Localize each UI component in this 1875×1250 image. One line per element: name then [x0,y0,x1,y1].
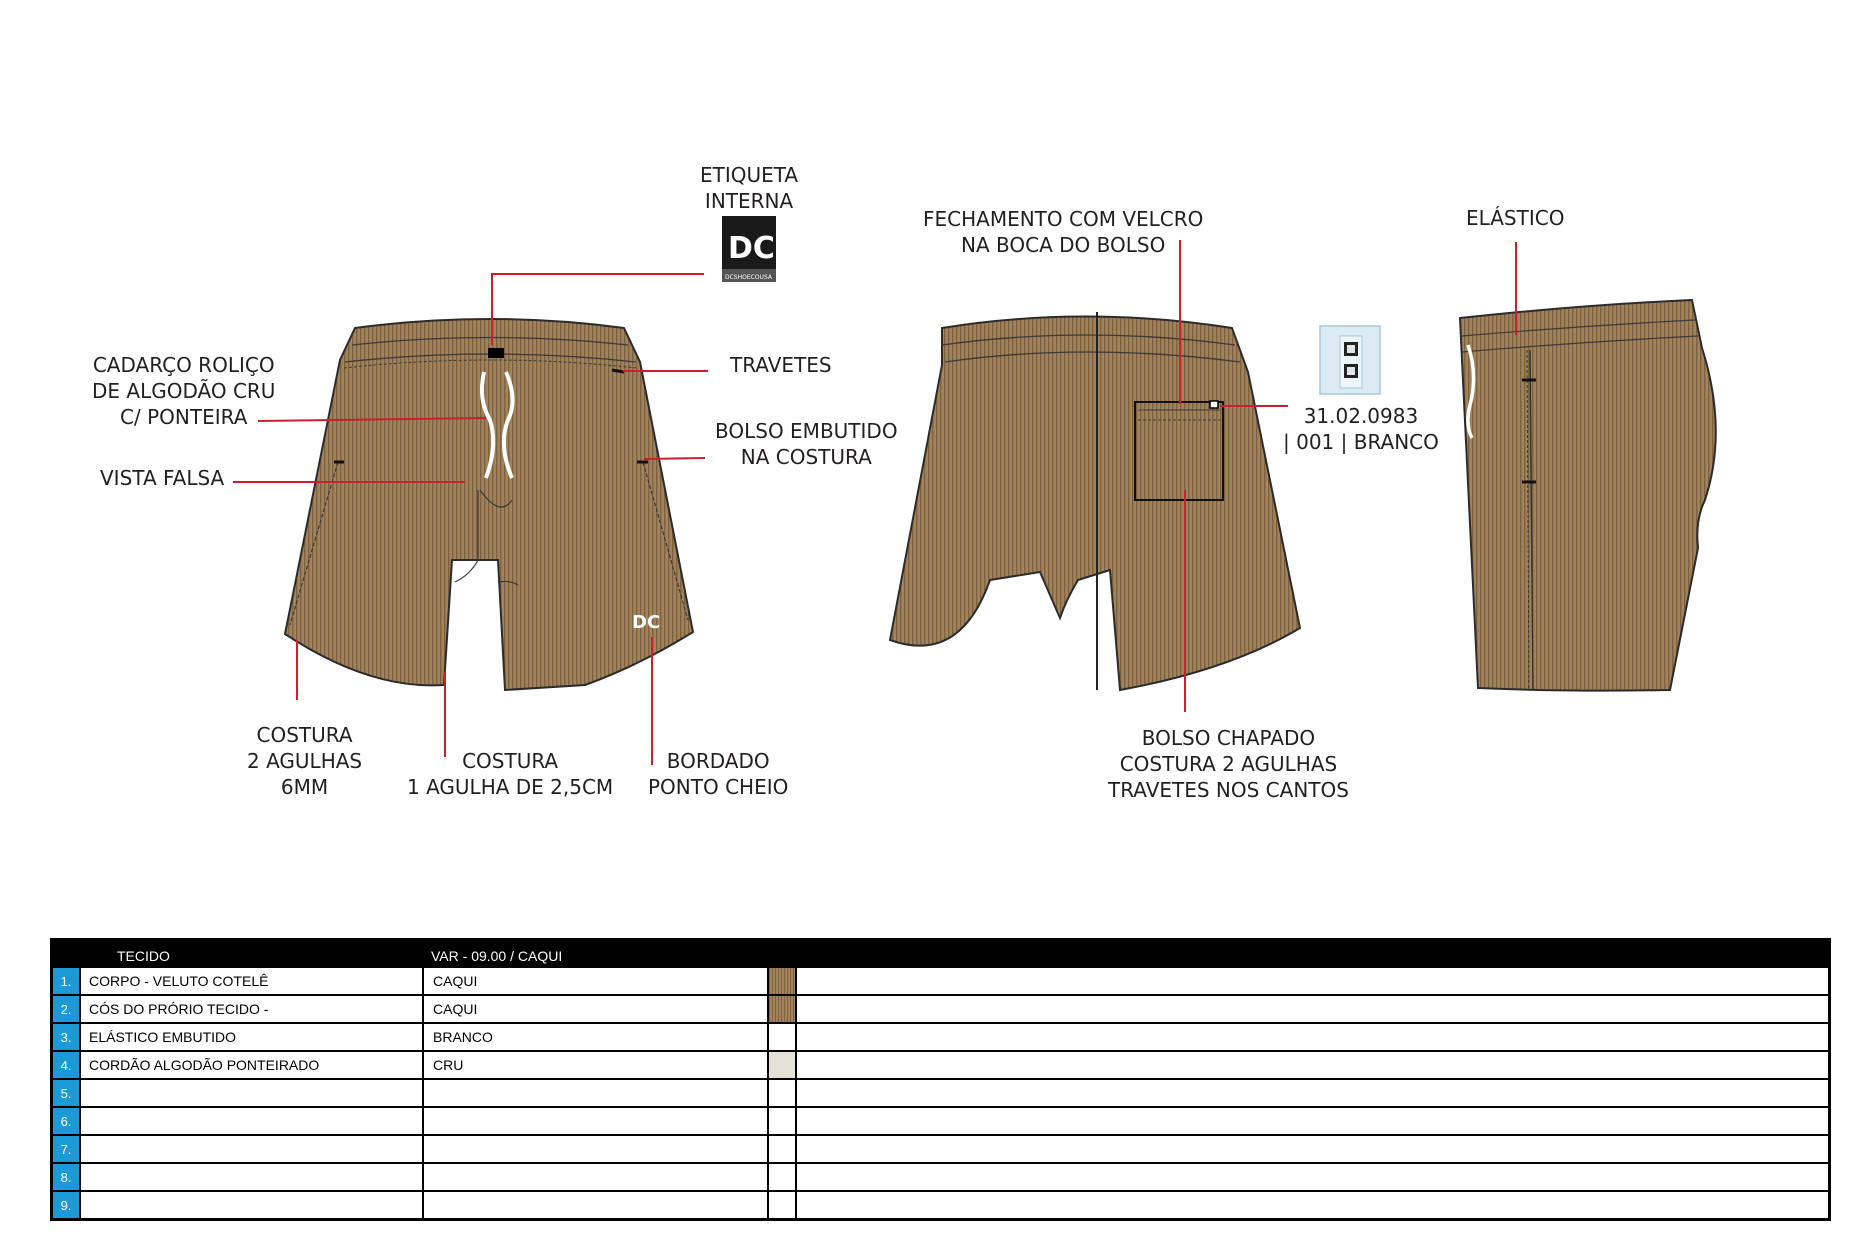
label-vista-falsa: VISTA FALSA [100,466,225,490]
table-row: 3.ELÁSTICO EMBUTIDO BRANCO [53,1022,1828,1050]
materials-table: TECIDO VAR - 09.00 / CAQUI 1.CORPO - VEL… [50,938,1831,1221]
label-costura-1-agulha: COSTURA 1 AGULHA DE 2,5CM [407,749,614,799]
velcro-swatch-icon [1319,325,1381,395]
row-color-variant [424,1164,767,1190]
row-color-swatch [767,1052,797,1078]
row-material-name: CORDÃO ALGODÃO PONTEIRADO [81,1052,424,1078]
row-material-name [81,1108,424,1134]
row-color-swatch [767,1108,797,1134]
row-color-variant: CRU [433,1057,464,1073]
callout-lines [233,240,1517,765]
row-material-name [81,1192,424,1218]
garment-drawings: DC DC DCSHOECOUSA [233,216,1717,765]
row-number: 3. [53,1024,81,1050]
row-color-swatch [767,1164,797,1190]
table-row: 9. [53,1190,1828,1218]
header-variante: VAR - 09.00 / CAQUI [431,948,563,964]
row-number: 5. [53,1080,81,1106]
row-material-name: ELÁSTICO EMBUTIDO [81,1024,424,1050]
row-color-variant: BRANCO [433,1029,493,1045]
row-number: 8. [53,1164,81,1190]
row-number: 1. [53,968,81,994]
row-color-swatch [767,968,797,994]
label-bordado: BORDADO PONTO CHEIO [648,749,789,799]
table-row: 8. [53,1162,1828,1190]
row-number: 9. [53,1192,81,1218]
label-etiqueta-interna: ETIQUETA INTERNA [700,163,799,213]
row-color-variant [424,1080,767,1106]
svg-text:DC: DC [632,612,660,633]
label-fechamento-velcro: FECHAMENTO COM VELCRO NA BOCA DO BOLSO [923,207,1204,257]
table-row: 1.CORPO - VELUTO COTELÊ CAQUI [53,966,1828,994]
label-travetes: TRAVETES [730,353,832,377]
dc-label-icon: DC DCSHOECOUSA [722,216,776,282]
row-number: 6. [53,1108,81,1134]
table-row: 6. [53,1106,1828,1134]
table-row: 2.CÓS DO PRÓRIO TECIDO - CAQUI [53,994,1828,1022]
header-tecido: TECIDO [117,948,170,964]
row-number: 2. [53,996,81,1022]
row-color-variant: CAQUI [433,973,478,989]
label-costura-2-agulhas: COSTURA 2 AGULHAS 6MM [247,723,363,799]
row-material-name [81,1136,424,1162]
table-header: TECIDO VAR - 09.00 / CAQUI [53,941,1828,966]
row-color-swatch [767,1136,797,1162]
row-color-swatch [767,1192,797,1218]
row-color-variant [424,1192,767,1218]
row-material-name [81,1164,424,1190]
svg-text:DC: DC [728,231,775,266]
row-number: 7. [53,1136,81,1162]
row-color-swatch [767,1080,797,1106]
row-material-name [81,1080,424,1106]
back-view-shorts [888,312,1302,692]
row-material-name: CORPO - VELUTO COTELÊ [81,968,424,994]
label-elastico: ELÁSTICO [1466,206,1565,230]
row-color-swatch [767,996,797,1022]
row-color-variant: CAQUI [433,1001,478,1017]
front-view-shorts: DC [283,318,695,692]
side-view-shorts [1458,298,1717,692]
svg-text:DCSHOECOUSA: DCSHOECOUSA [725,274,773,281]
label-bolso-chapado: BOLSO CHAPADO COSTURA 2 AGULHAS TRAVETES… [1108,726,1349,802]
row-color-swatch [767,1024,797,1050]
table-row: 7. [53,1134,1828,1162]
row-color-variant [424,1108,767,1134]
label-velcro-ref: 31.02.0983 | 001 | BRANCO [1283,404,1439,454]
label-bolso-embutido: BOLSO EMBUTIDO NA COSTURA [715,419,898,469]
label-cadarco: CADARÇO ROLIÇO DE ALGODÃO CRU C/ PONTEIR… [92,353,276,429]
row-material-name: CÓS DO PRÓRIO TECIDO - [81,996,424,1022]
row-number: 4. [53,1052,81,1078]
table-row: 5. [53,1078,1828,1106]
row-color-variant [424,1136,767,1162]
table-row: 4.CORDÃO ALGODÃO PONTEIRADO CRU [53,1050,1828,1078]
